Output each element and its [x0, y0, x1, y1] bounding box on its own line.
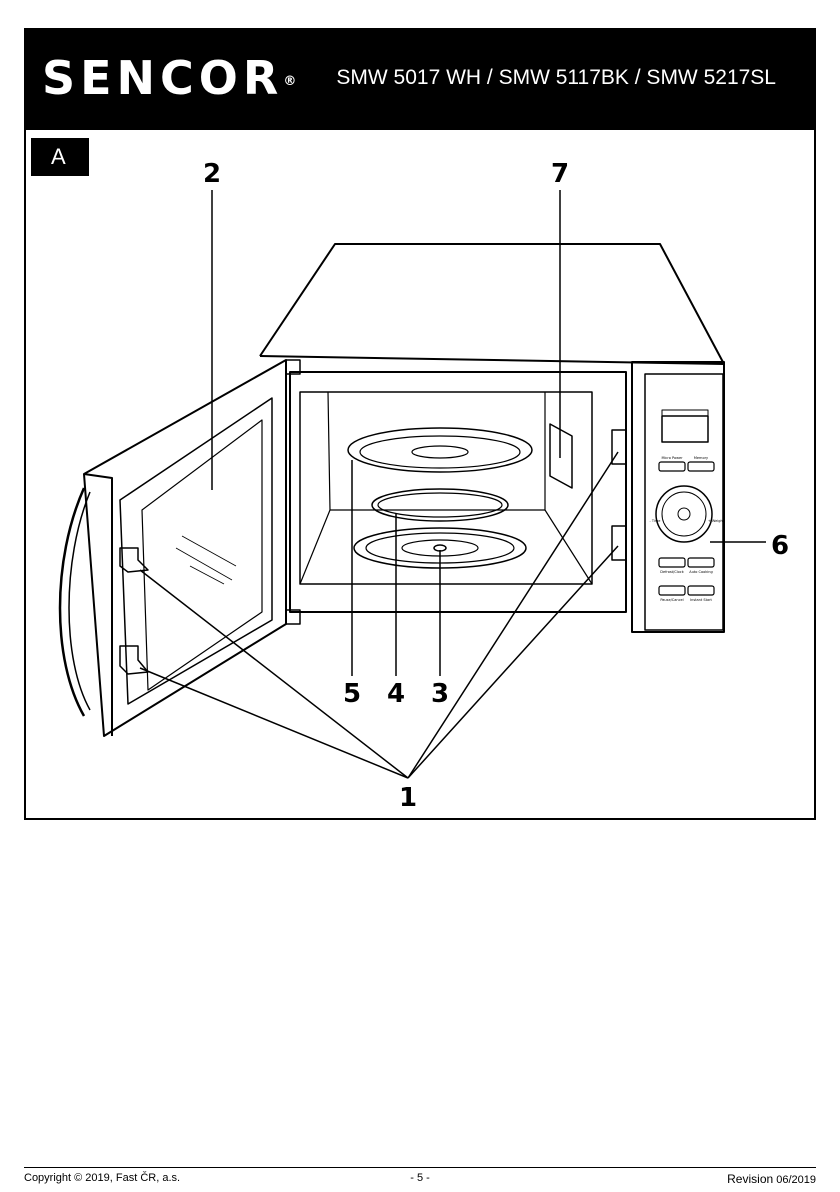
label-defrost-clock: Defrost/Clock — [660, 570, 684, 574]
label-pause-cancel: Pause/Cancel — [660, 598, 683, 602]
glass-reflection-2 — [182, 536, 236, 566]
waveguide-cover — [550, 424, 572, 488]
defrost-clock-button — [659, 558, 685, 567]
callout-2: 2 — [203, 159, 221, 189]
label-instant-start: Instant Start — [690, 598, 712, 602]
control-panel-frame — [632, 362, 724, 632]
label-micro-power: Micro Power — [661, 456, 683, 460]
callout-3: 3 — [431, 679, 449, 709]
label-time: - Time — [650, 519, 661, 523]
cavity-floor-right — [545, 510, 592, 584]
housing-top — [260, 244, 724, 364]
memory-button — [688, 462, 714, 471]
cavity-frame — [290, 372, 626, 612]
door-edge — [84, 474, 112, 736]
callout-4: 4 — [387, 679, 405, 709]
display — [662, 416, 708, 442]
control-panel — [645, 374, 723, 630]
label-memory: Memory — [694, 456, 708, 460]
door-outer — [84, 360, 286, 736]
callout-6: 6 — [771, 531, 789, 561]
turntable-plate — [348, 428, 532, 472]
label-weight: + Weight — [708, 519, 725, 523]
revision-value: 06/2019 — [776, 1174, 816, 1186]
revision-label: Revision — [727, 1172, 773, 1186]
page-number: - 5 - — [0, 1172, 840, 1184]
footer-divider — [24, 1167, 816, 1168]
pause-cancel-button — [659, 586, 685, 595]
latch-slot-lower — [612, 526, 626, 560]
roller-ring — [372, 489, 508, 521]
cavity-floor-left — [300, 510, 330, 584]
glass-reflection-1 — [176, 548, 232, 580]
callout-7: 7 — [551, 159, 569, 189]
callout-5: 5 — [343, 679, 361, 709]
microwave-diagram: 2 7 6 5 4 3 1 Micro Power Memory - Time … — [0, 0, 840, 830]
callout-1: 1 — [399, 783, 417, 813]
inner-cavity — [300, 392, 592, 584]
revision: Revision 06/2019 — [727, 1172, 816, 1186]
instant-start-button — [688, 586, 714, 595]
micro-power-button — [659, 462, 685, 471]
control-dial — [656, 486, 712, 542]
label-auto-cooking: Auto Cooking — [689, 570, 712, 574]
display-top — [662, 410, 708, 416]
glass-reflection-3 — [190, 566, 224, 584]
auto-cooking-button — [688, 558, 714, 567]
